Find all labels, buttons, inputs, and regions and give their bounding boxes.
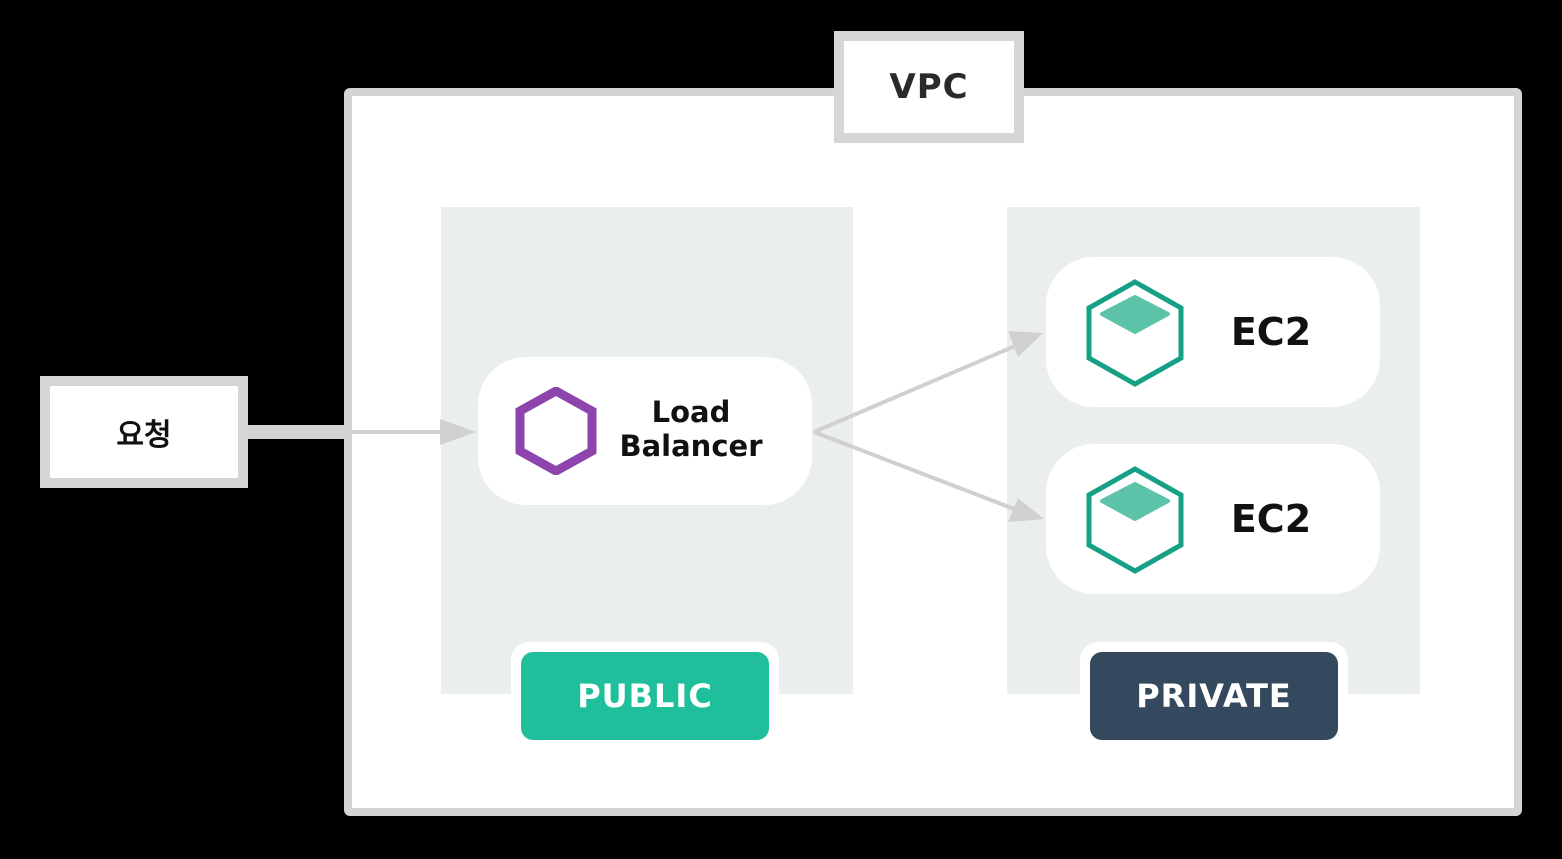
private-subnet-badge: PRIVATE (1090, 652, 1338, 740)
hexagon-outline-icon (512, 385, 600, 477)
vpc-label: VPC (889, 67, 969, 107)
load-balancer-card: Load Balancer (478, 357, 812, 505)
lb-to-ec2-2-arrow (813, 430, 1023, 514)
private-subnet-label: PRIVATE (1136, 677, 1292, 715)
public-subnet-badge: PUBLIC (521, 652, 769, 740)
vpc-label-box: VPC (834, 31, 1024, 143)
ec2-label: EC2 (1230, 310, 1312, 354)
load-balancer-label: Load Balancer (616, 395, 766, 463)
ec2-cube-icon (1080, 277, 1190, 389)
request-to-lb-arrowhead (440, 419, 476, 445)
ec2-label: EC2 (1230, 497, 1312, 541)
ec2-card: EC2 (1046, 257, 1380, 407)
private-badge-frame: PRIVATE (1080, 642, 1348, 748)
request-label: 요청 (116, 418, 172, 453)
lb-to-ec2-2-arrowhead (1008, 498, 1044, 522)
lb-to-ec2-1-arrowhead (1008, 331, 1043, 357)
public-subnet-label: PUBLIC (577, 677, 713, 715)
load-balancer-label-line1: Load (651, 395, 731, 429)
load-balancer-label-line2: Balancer (619, 429, 763, 463)
ec2-card: EC2 (1046, 444, 1380, 594)
request-box: 요청 (40, 376, 248, 488)
ec2-cube-icon (1080, 464, 1190, 576)
lb-to-ec2-1-arrow (813, 341, 1023, 434)
public-badge-frame: PUBLIC (511, 642, 779, 748)
